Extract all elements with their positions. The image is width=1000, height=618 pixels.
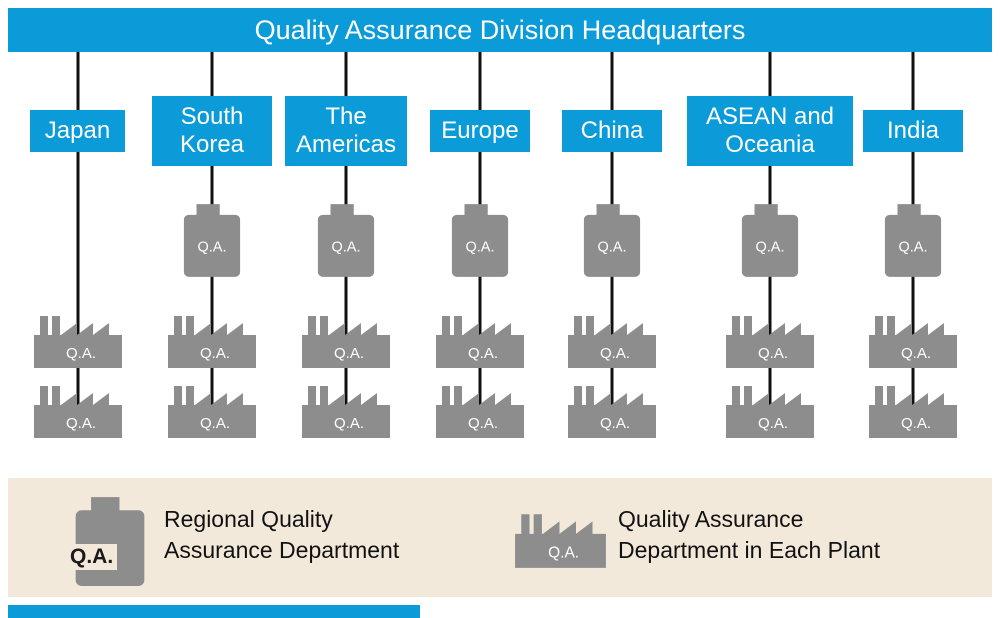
region-box-asean-oceania: ASEAN and Oceania — [687, 96, 853, 166]
qa-label: Q.A. — [331, 240, 360, 256]
building-icon — [75, 497, 145, 586]
legend-regional-qa-text: Regional Quality Assurance Department — [164, 506, 400, 563]
legend-plant-qa-entry: Q.A. — [513, 511, 608, 568]
region-band: India — [863, 95, 963, 167]
qa-label: Q.A. — [758, 415, 788, 432]
column-japan: Japan Q.A. Q.A. — [30, 50, 125, 450]
qa-label: Q.A. — [465, 240, 494, 256]
region-box-europe: Europe — [430, 110, 530, 152]
factory-icon: Q.A. — [436, 316, 524, 368]
factory-icon: Q.A. — [33, 316, 122, 368]
column-china: China Q.A. Q.A. Q.A. — [562, 50, 662, 450]
factory-icon: Q.A. — [568, 386, 656, 438]
qa-label: Q.A. — [65, 415, 95, 432]
region-box-japan: Japan — [30, 110, 125, 152]
factory-icon: Q.A. — [302, 316, 390, 368]
plant-qa-factory-icon: Q.A. — [166, 313, 258, 368]
region-band: ASEAN and Oceania — [687, 95, 853, 167]
regional-qa-building-icon: Q.A. — [449, 203, 511, 277]
qa-label: Q.A. — [901, 415, 931, 432]
plant-qa-factory-icon: Q.A. — [867, 313, 959, 368]
factory-icon: Q.A. — [515, 514, 606, 568]
qa-label: Q.A. — [898, 240, 927, 256]
factory-icon: Q.A. — [726, 386, 814, 438]
qa-label: Q.A. — [468, 415, 498, 432]
region-band: China — [562, 95, 662, 167]
factory-icon: Q.A. — [302, 386, 390, 438]
plant-qa-factory-icon: Q.A. — [724, 383, 816, 438]
region-band: South Korea — [152, 95, 272, 167]
building-icon: Q.A. — [451, 204, 509, 277]
factory-icon: Q.A. — [168, 316, 256, 368]
plant-qa-factory-icon: Q.A. — [32, 313, 124, 368]
qa-label: Q.A. — [65, 345, 95, 362]
qa-label: Q.A. — [901, 345, 931, 362]
building-icon: Q.A. — [884, 204, 942, 277]
legend-regional-qa-entry — [72, 496, 148, 586]
region-band: Europe — [430, 95, 530, 167]
qa-label: Q.A. — [758, 345, 788, 362]
qa-label: Q.A. — [200, 345, 230, 362]
qa-label: Q.A. — [66, 544, 118, 570]
column-south-korea: South Korea Q.A. Q.A. Q.A. — [152, 50, 272, 450]
qa-label: Q.A. — [200, 415, 230, 432]
regional-qa-building-icon: Q.A. — [181, 203, 243, 277]
qa-label: Q.A. — [468, 345, 498, 362]
qa-label: Q.A. — [197, 240, 226, 256]
regional-qa-building-icon: Q.A. — [315, 203, 377, 277]
column-the-americas: The Americas Q.A. Q.A. Q.A. — [285, 50, 407, 450]
factory-icon: Q.A. — [726, 316, 814, 368]
plant-qa-factory-icon: Q.A. — [724, 313, 816, 368]
factory-icon: Q.A. — [168, 386, 256, 438]
factory-icon: Q.A. — [33, 386, 122, 438]
plant-qa-factory-icon: Q.A. — [566, 313, 658, 368]
qa-label: Q.A. — [755, 240, 784, 256]
building-icon: Q.A. — [317, 204, 375, 277]
division-headquarters-title: Quality Assurance Division Headquarters — [8, 8, 992, 52]
plant-qa-factory-icon: Q.A. — [434, 313, 526, 368]
region-box-china: China — [562, 110, 662, 152]
qa-label: Q.A. — [600, 345, 630, 362]
plant-qa-factory-icon: Q.A. — [32, 383, 124, 438]
regional-qa-building-icon: Q.A. — [739, 203, 801, 277]
qa-label: Q.A. — [548, 545, 579, 562]
plant-qa-factory-icon: Q.A. — [166, 383, 258, 438]
region-band: The Americas — [285, 95, 407, 167]
qa-label: Q.A. — [597, 240, 626, 256]
factory-icon: Q.A. — [869, 316, 957, 368]
factory-icon: Q.A. — [568, 316, 656, 368]
region-box-the-americas: The Americas — [285, 96, 407, 166]
factory-icon: Q.A. — [436, 386, 524, 438]
factory-icon: Q.A. — [869, 386, 957, 438]
region-band: Japan — [30, 95, 125, 167]
region-box-south-korea: South Korea — [152, 96, 272, 166]
qa-label: Q.A. — [334, 415, 364, 432]
legend: Q.A. Regional Quality Assurance Departme… — [8, 478, 992, 597]
regional-qa-building-icon: Q.A. — [581, 203, 643, 277]
regional-qa-building-icon: Q.A. — [882, 203, 944, 277]
plant-qa-factory-icon: Q.A. — [566, 383, 658, 438]
building-icon: Q.A. — [741, 204, 799, 277]
plant-qa-factory-icon: Q.A. — [434, 383, 526, 438]
column-asean-oceania: ASEAN and Oceania Q.A. Q.A. Q.A. — [687, 50, 853, 450]
building-icon: Q.A. — [183, 204, 241, 277]
legend-plant-qa-text: Quality Assurance Department in Each Pla… — [618, 506, 881, 563]
plant-qa-factory-icon: Q.A. — [300, 383, 392, 438]
column-europe: Europe Q.A. Q.A. Q.A. — [430, 50, 530, 450]
plant-qa-factory-icon: Q.A. — [867, 383, 959, 438]
qa-label: Q.A. — [334, 345, 364, 362]
bottom-accent-bar — [8, 605, 420, 618]
connector-line — [76, 50, 79, 410]
plant-qa-factory-icon: Q.A. — [300, 313, 392, 368]
region-box-india: India — [863, 110, 963, 152]
column-india: India Q.A. Q.A. Q.A. — [863, 50, 963, 450]
qa-label: Q.A. — [600, 415, 630, 432]
building-icon: Q.A. — [583, 204, 641, 277]
